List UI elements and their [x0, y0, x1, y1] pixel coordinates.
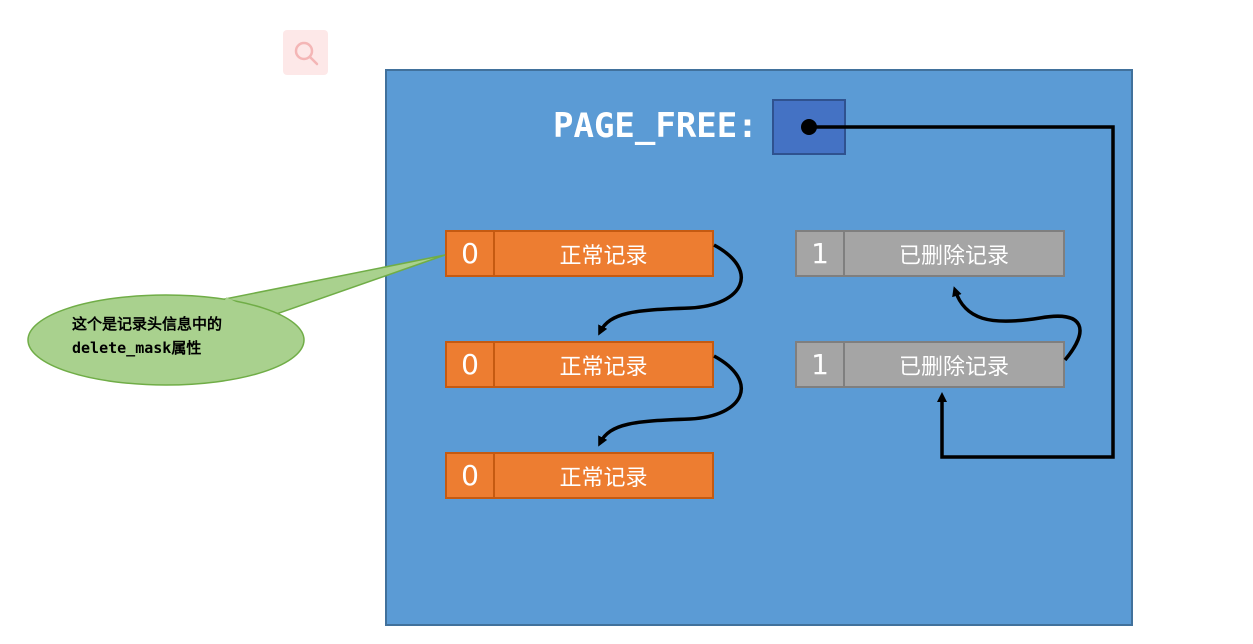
normal-record-3: 0 正常记录 [445, 452, 714, 499]
record-label: 正常记录 [559, 243, 648, 269]
normal-record-1: 0 正常记录 [445, 230, 714, 277]
search-button[interactable] [283, 30, 328, 75]
page-free-label: PAGE_FREE: [553, 106, 758, 146]
normal-next-arrow-2 [598, 354, 743, 447]
deleted-record-2: 1 已删除记录 [795, 341, 1065, 388]
record-flag: 0 [447, 232, 495, 275]
record-label: 正常记录 [559, 354, 648, 380]
normal-next-arrow-1 [598, 243, 743, 336]
record-flag: 1 [797, 232, 845, 275]
record-label: 已删除记录 [898, 243, 1009, 269]
deleted-record-1: 1 已删除记录 [795, 230, 1065, 277]
normal-record-2: 0 正常记录 [445, 341, 714, 388]
callout-line-2: delete_mask属性 [72, 339, 202, 357]
record-flag: 1 [797, 343, 845, 386]
search-icon [294, 41, 319, 66]
record-flag: 0 [447, 343, 495, 386]
record-flag: 0 [447, 454, 495, 497]
deleted-next-arrow [952, 286, 1082, 362]
callout-text: 这个是记录头信息中的 delete_mask属性 [72, 312, 292, 360]
record-label: 正常记录 [559, 465, 648, 491]
record-label: 已删除记录 [898, 354, 1009, 380]
callout-bubble [27, 254, 446, 386]
page-free-arrow [809, 125, 1115, 459]
callout-line-1: 这个是记录头信息中的 [72, 315, 223, 333]
